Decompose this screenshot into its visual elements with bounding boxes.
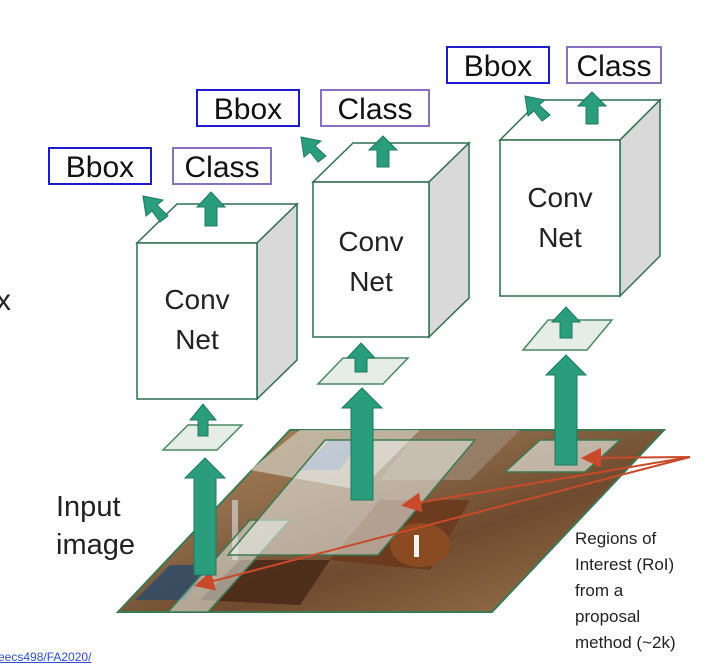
up-arrow-crop-to-net-2 [345,342,377,373]
crop-square-1 [161,424,244,451]
bbox-output-1: Bbox [48,147,152,185]
conv-net-cube-1 [135,202,299,401]
conv-net-cube-3 [498,98,662,298]
up-arrow-image-to-crop-1 [183,457,227,576]
input-image-label: Input image [56,491,135,561]
conv-net-label-3: Conv Net [527,182,593,253]
green-arrows [142,91,608,576]
class-output-1: Class [172,147,272,185]
up-arrow-class-1 [195,191,227,227]
up-arrow-image-to-crop-2 [340,387,384,501]
conv-net-cube-2 [311,141,471,339]
up-arrow-crop-to-net-3 [550,306,582,339]
up-arrow-class-3 [576,91,608,125]
diag-arrow-bbox-3 [524,95,551,122]
bbox-output-2: Bbox [196,89,300,127]
class-output-2: Class [320,89,430,127]
diag-arrow-bbox-1 [142,195,169,223]
up-arrow-crop-to-net-1 [188,403,218,437]
up-arrow-class-2 [367,135,399,168]
bbox-output-3: Bbox [446,46,550,84]
conv-net-label-1: Conv Net [164,284,230,355]
class-output-3: Class [566,46,662,84]
diag-arrow-bbox-2 [300,136,327,163]
footer-course-link[interactable]: eecs498/FA2020/ [0,650,92,664]
roi-pointer-arrows [194,447,691,591]
cut-off-text-fragment: x [0,284,11,317]
roi-description-label: Regions of Interest (RoI) from a proposa… [575,529,676,652]
up-arrow-image-to-crop-3 [544,354,588,466]
conv-net-label-2: Conv Net [338,226,404,297]
